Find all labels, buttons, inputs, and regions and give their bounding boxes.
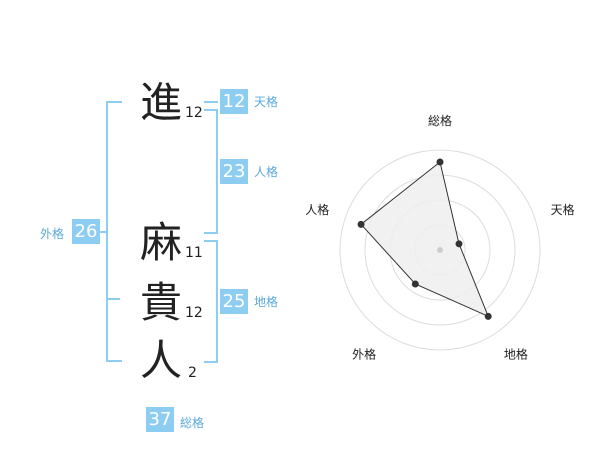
name-char-3: 貴 [140, 278, 183, 327]
radar-point [436, 158, 444, 166]
radar-point [357, 220, 365, 228]
jinkaku-bracket [204, 109, 218, 234]
radar-center [437, 247, 443, 253]
soukaku-label: 総格 [180, 416, 205, 430]
radar-polygon [360, 161, 490, 318]
radar-axis-label: 総格 [428, 113, 452, 128]
radar-ring [339, 149, 541, 351]
name-char-4: 人 [140, 336, 183, 385]
name-char-1: 進 [140, 78, 183, 127]
radar-point [455, 240, 463, 248]
tenkaku-badge: 12 [220, 89, 248, 114]
tenkaku-bracket [204, 101, 218, 103]
soukaku-badge: 37 [146, 407, 174, 432]
radar-axis-label: 人格 [305, 202, 329, 217]
chikaku-label: 地格 [254, 295, 279, 309]
radar-axis-label: 天格 [551, 202, 575, 217]
stroke-count-2: 11 [185, 245, 203, 261]
jinkaku-label: 人格 [254, 165, 279, 179]
gaikaku-bracket [106, 101, 122, 362]
gaikaku-badge: 26 [72, 219, 100, 244]
stroke-count-4: 2 [188, 365, 197, 381]
gaikaku-label: 外格 [40, 227, 65, 241]
jinkaku-badge: 23 [220, 159, 248, 184]
chikaku-bracket [204, 240, 218, 363]
tenkaku-label: 天格 [254, 95, 279, 109]
radar-point [411, 280, 419, 288]
name-char-2: 麻 [140, 218, 183, 267]
gaikaku-bracket-stub [98, 231, 106, 233]
stroke-count-3: 12 [185, 305, 203, 321]
stroke-count-1: 12 [185, 105, 203, 121]
radar-axis-label: 外格 [352, 346, 376, 361]
chikaku-badge: 25 [220, 289, 248, 314]
gaikaku-bracket-tick [106, 298, 120, 300]
radar-point [484, 312, 492, 320]
radar-axis-label: 地格 [504, 346, 528, 361]
